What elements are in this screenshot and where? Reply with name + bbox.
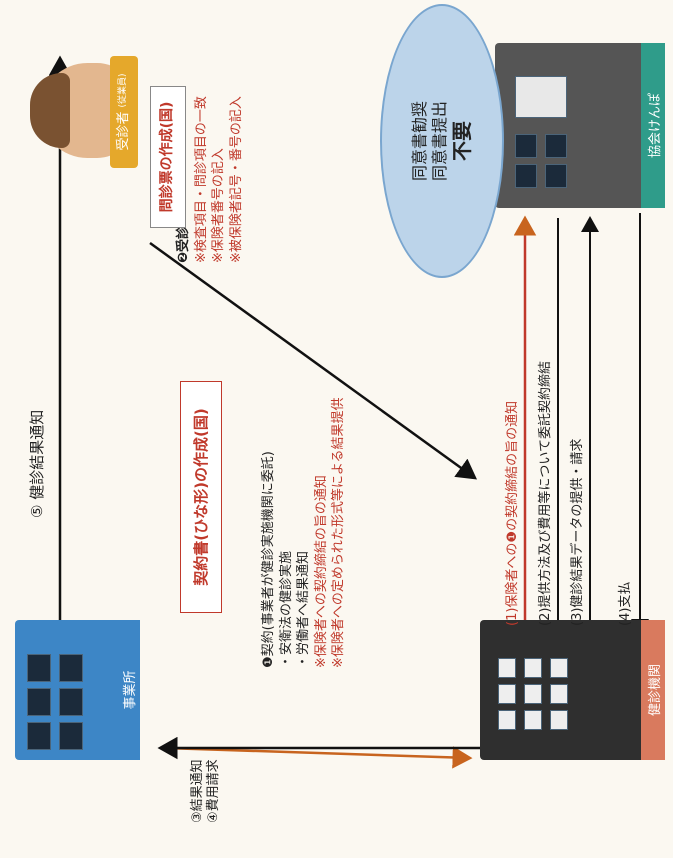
- contract-template-box: 契約書(ひな形)の作成(国): [180, 381, 222, 613]
- flow-4-label: (4)支払: [618, 581, 633, 626]
- patient-label: 受診者: [115, 111, 131, 151]
- kyokai-label: 協会けんぽ: [641, 43, 665, 208]
- result-notice-label: ③結果通知: [190, 759, 205, 823]
- questionnaire-box: 問診票の作成(国): [150, 86, 186, 228]
- contract-note-1: ※保険者への契約締結の旨の通知: [313, 475, 329, 668]
- contract-template-title: 契約書(ひな形)の作成(国): [191, 408, 210, 586]
- contract-note-2: ※保険者への定められた形式等による結果提供: [331, 397, 347, 668]
- consent-line-2: 同意書提出: [429, 101, 449, 182]
- clinic-label: 健診機関: [641, 620, 665, 760]
- consent-line-1: 同意書勧奨: [409, 101, 429, 182]
- clinic-building: 健診機関: [480, 620, 665, 760]
- visit-note-1: ※検査項目・問診項目の一致: [193, 96, 209, 263]
- patient-sublabel: (従業員): [118, 73, 129, 108]
- flow-1-label: (1)保険者への❶の契約締結の旨の通知: [505, 400, 520, 626]
- patient-badge: 受診者 (従業員): [110, 56, 138, 168]
- left-arrow-labels: ③結果通知 ④費用請求: [190, 759, 223, 823]
- kyokai-building: 協会けんぽ: [495, 43, 665, 208]
- contract-item-1: ・安衛法の健診実施: [278, 550, 294, 668]
- contract-step: ❶契約(事業者が健診実施機関に委託): [261, 451, 276, 668]
- visit-arrow: [149, 241, 478, 480]
- office-building: 事業所: [15, 620, 140, 760]
- contract-details: ❶契約(事業者が健診実施機関に委託) ・安衛法の健診実施 ・労働者へ結果通知 ※…: [260, 397, 348, 668]
- flow-2-label: (2)提供方法及び費用等について委託契約締結: [538, 360, 553, 626]
- health-result-notice: ⑤ 健診結果通知: [28, 409, 46, 518]
- contract-item-2: ・労働者へ結果通知: [296, 550, 312, 668]
- consent-ellipse: 同意書勧奨 同意書提出 不要: [380, 4, 504, 278]
- billing-label: ④費用請求: [206, 759, 222, 823]
- consent-unnecessary: 不要: [449, 121, 474, 162]
- flow-3-label: (3)健診結果データの提供・請求: [570, 438, 585, 626]
- visit-note-3: ※被保険者記号・番号の記入: [228, 96, 244, 263]
- questionnaire-title: 問診票の作成(国): [159, 101, 176, 213]
- office-label: 事業所: [116, 620, 140, 760]
- contract-arrow: [164, 746, 473, 769]
- visit-note-2: ※保険者番号の記入: [211, 148, 227, 263]
- patient-figure: 受診者 (従業員): [10, 48, 140, 178]
